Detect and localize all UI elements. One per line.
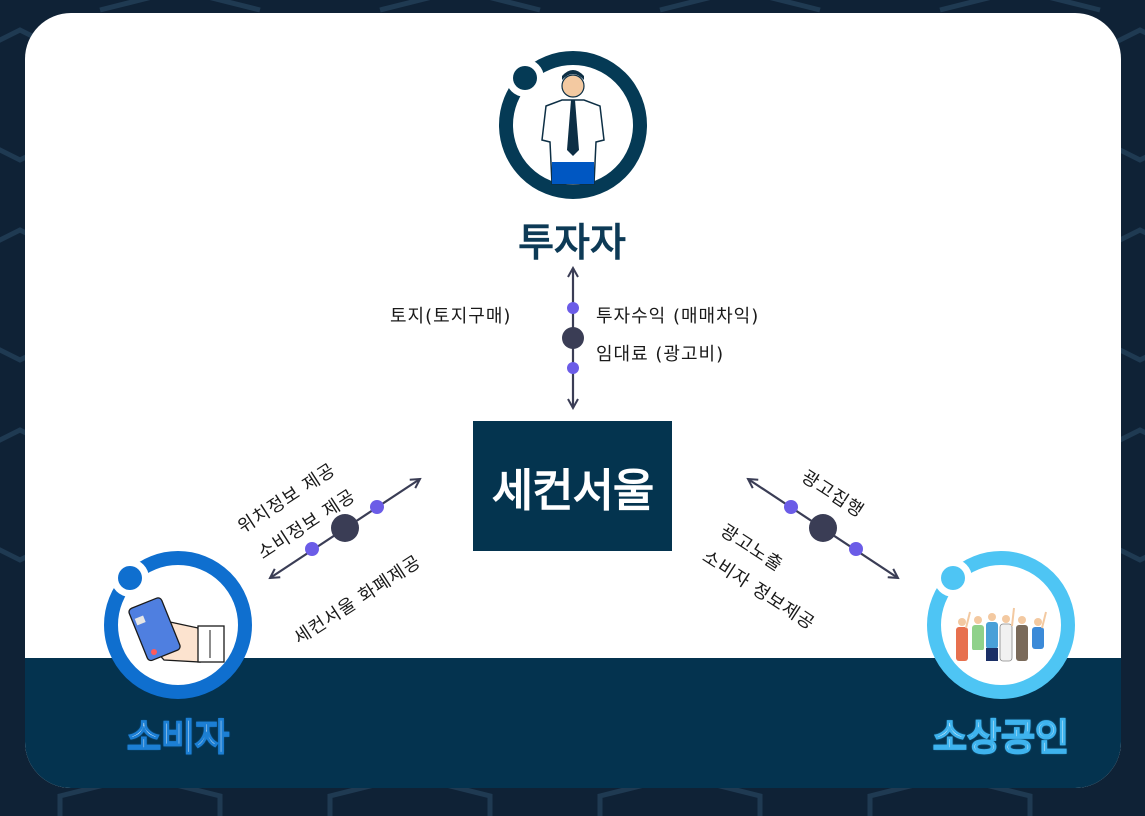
merchant-connector xyxy=(748,479,898,578)
center-platform-box: 세컨서울 xyxy=(473,421,672,551)
businessman-icon xyxy=(541,70,605,185)
center-platform-label: 세컨서울 xyxy=(491,463,655,517)
investor-connector xyxy=(562,268,584,408)
merchant-label: 소상공인 xyxy=(932,715,1070,760)
investor-label: 투자자 xyxy=(518,221,626,266)
investor-flow-return: 투자수익 (매매차익) xyxy=(596,306,760,327)
investor-node xyxy=(499,51,647,199)
shop-owners-group-icon xyxy=(956,607,1047,662)
investor-flow-land: 토지(토지구매) xyxy=(390,306,512,327)
consumer-label: 소비자 xyxy=(126,715,230,760)
consumer-node xyxy=(104,551,252,699)
merchant-node xyxy=(927,551,1075,699)
investor-flow-rent: 임대료 (광고비) xyxy=(596,344,725,365)
card-payment-hand-icon xyxy=(128,597,225,663)
consumer-connector xyxy=(270,479,420,578)
